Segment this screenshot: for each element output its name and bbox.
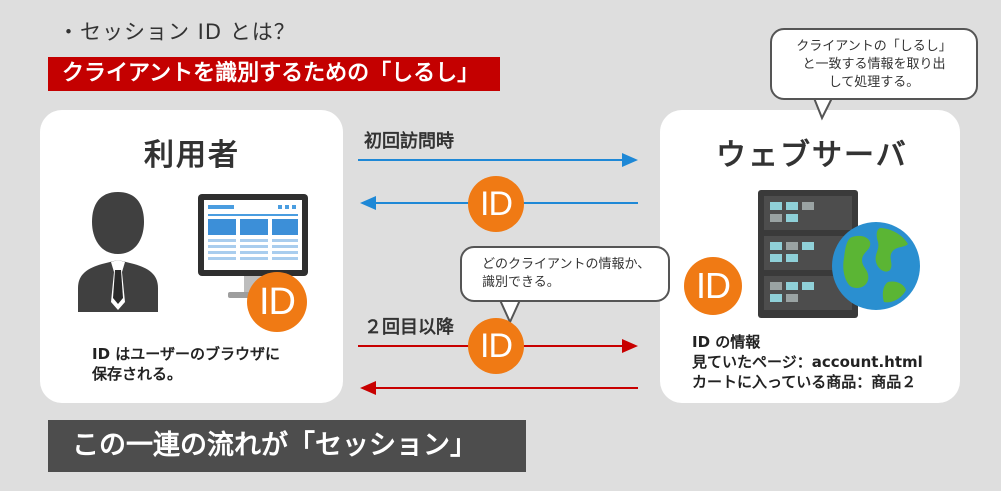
user-note-line1: ID はユーザーのブラウザに	[92, 345, 280, 363]
user-panel-title: 利用者	[144, 138, 240, 173]
server-info-line1: ID の情報	[692, 333, 761, 351]
server-bubble-line1: クライアントの「しるし」	[796, 39, 952, 54]
second-flow-id-badge: ID	[468, 318, 524, 374]
arrow-first-request	[358, 153, 638, 167]
server-bubble-line2: と一致する情報を取り出	[802, 57, 946, 72]
first-flow-id-badge: ID	[468, 176, 524, 232]
person-icon	[78, 192, 158, 312]
conclusion-band: この一連の流れが「セッション」	[48, 420, 526, 472]
middle-speech-bubble: どのクライアントの情報か、 識別できる。	[460, 246, 670, 302]
server-rack-icon	[758, 190, 858, 318]
arrow-second-response	[360, 381, 638, 395]
server-bubble-tail	[812, 97, 834, 121]
bullet-marker: ・	[58, 20, 80, 44]
second-visit-label: ２回目以降	[364, 317, 454, 338]
middle-bubble-line1: どのクライアントの情報か、	[482, 257, 651, 272]
server-bubble-line3: して処理する。	[828, 75, 920, 90]
subtitle-band: クライアントを識別するための「しるし」	[48, 57, 500, 91]
section-title-text: セッション ID とは？	[80, 20, 296, 44]
server-panel: ウェブサーバ ID	[660, 110, 960, 403]
user-note: ID はユーザーのブラウザに 保存される。	[92, 344, 280, 384]
server-info-line3: カートに入っている商品：商品２	[692, 373, 917, 391]
globe-icon	[832, 222, 920, 310]
server-info: ID の情報 見ていたページ：account.html カートに入っている商品：…	[692, 332, 923, 392]
server-panel-title: ウェブサーバ	[716, 138, 908, 173]
section-title: ・セッション ID とは？	[58, 16, 296, 46]
user-id-badge: ID	[247, 272, 307, 332]
server-icon	[758, 190, 920, 318]
first-visit-label: 初回訪問時	[364, 131, 454, 152]
user-note-line2: 保存される。	[92, 365, 183, 383]
user-panel: 利用者	[40, 110, 343, 403]
middle-bubble-line2: 識別できる。	[482, 275, 560, 290]
server-speech-bubble: クライアントの「しるし」 と一致する情報を取り出 して処理する。	[770, 28, 978, 100]
server-info-line2: 見ていたページ：account.html	[692, 353, 923, 371]
server-id-badge: ID	[684, 257, 742, 315]
